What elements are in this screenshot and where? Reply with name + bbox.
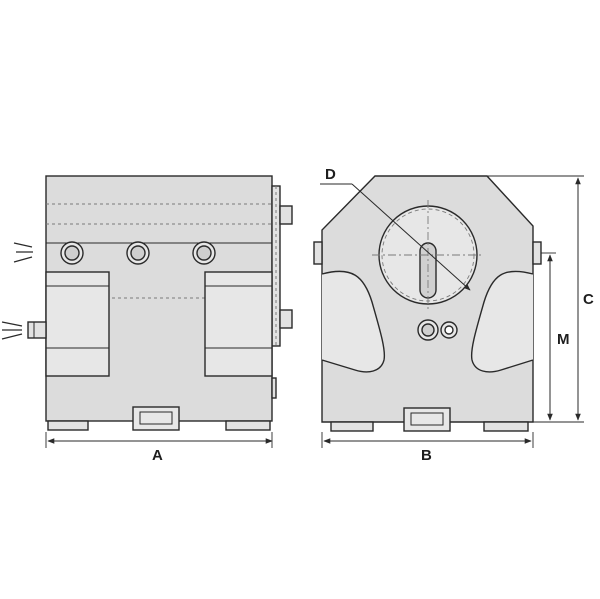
rear-plate-lug xyxy=(279,309,293,329)
dimension-label-a: A xyxy=(152,447,163,464)
dimension-label-m: M xyxy=(557,331,570,348)
dimension-label-b: B xyxy=(421,447,432,464)
relief-pocket-right xyxy=(470,270,534,373)
grease-fitting xyxy=(27,321,47,339)
screw-head xyxy=(60,241,84,265)
front-view xyxy=(313,175,584,448)
dimension-label-c: C xyxy=(583,291,594,308)
side-view xyxy=(1,175,293,448)
side-lug-left xyxy=(313,241,323,265)
rear-plate-lug xyxy=(279,205,293,225)
side-lug-small xyxy=(271,377,277,399)
relief-pocket-left xyxy=(321,270,386,373)
screw-head xyxy=(126,241,150,265)
foot-pad xyxy=(225,420,271,431)
dimension-label-d: D xyxy=(325,166,336,183)
foot-pad xyxy=(483,421,529,432)
dimension-line-d xyxy=(351,183,471,291)
screw-head xyxy=(192,241,216,265)
jaw-block-left xyxy=(45,271,110,377)
pin-hole xyxy=(417,319,458,341)
jaw-block-right xyxy=(204,271,273,377)
foot-pad xyxy=(330,421,374,432)
foot-pad xyxy=(47,420,89,431)
spray-lines-icon xyxy=(1,242,33,340)
side-lug-right xyxy=(532,241,542,265)
